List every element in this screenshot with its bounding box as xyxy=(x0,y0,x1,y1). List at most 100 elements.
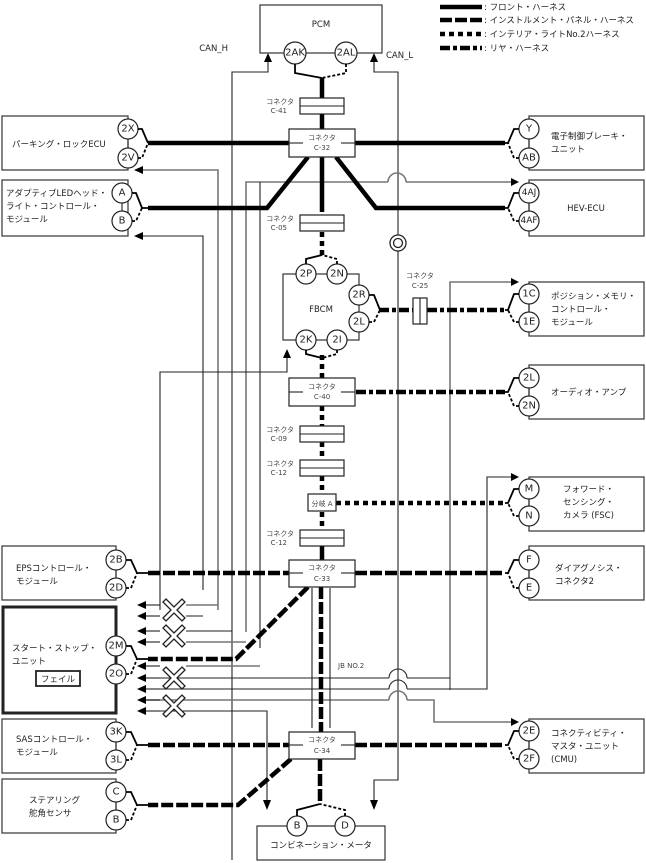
pin-2al: 2AL xyxy=(337,48,356,59)
connector-c32: コネクタ C-32 xyxy=(288,128,356,158)
svg-text:コネクタ: コネクタ xyxy=(266,425,294,434)
svg-text:C-34: C-34 xyxy=(314,747,331,755)
svg-text:C-40: C-40 xyxy=(314,393,330,401)
module-electronic-brake[interactable]: 電子制御ブレーキ・ ユニット Y AB xyxy=(505,115,645,171)
branch-a: 分岐 A xyxy=(307,493,337,512)
svg-text:コネクタ: コネクタ xyxy=(266,214,294,223)
svg-text:A: A xyxy=(119,188,126,199)
svg-text:フォワード・: フォワード・ xyxy=(563,485,614,495)
fbcm-title: FBCM xyxy=(309,305,333,315)
x-marker xyxy=(162,694,186,718)
connector-c33: コネクタ C-33 xyxy=(288,559,356,588)
module-sas-control[interactable]: SASコントロール・ モジュール 3K 3L xyxy=(1,718,148,774)
svg-text:2X: 2X xyxy=(121,124,134,135)
svg-text:C-25: C-25 xyxy=(412,282,428,290)
svg-text:3K: 3K xyxy=(110,727,123,738)
svg-text:HEV-ECU: HEV-ECU xyxy=(567,204,605,214)
svg-text:2V: 2V xyxy=(121,153,134,164)
svg-text:ライト・コントロール・: ライト・コントロール・ xyxy=(6,202,100,212)
svg-text:ユニット: ユニット xyxy=(12,657,46,667)
svg-text:B: B xyxy=(119,216,126,227)
module-hev-ecu[interactable]: HEV-ECU 4AJ 4AF xyxy=(505,179,645,237)
module-audio-amp[interactable]: オーディオ・アンプ 2L 2N xyxy=(505,364,645,420)
svg-text:コネクティビティ・: コネクティビティ・ xyxy=(551,729,626,739)
svg-text:2B: 2B xyxy=(109,555,122,566)
x-marker xyxy=(162,666,186,690)
signal-lines: JB NO.2 xyxy=(134,53,519,860)
svg-text:パーキング・ロックECU: パーキング・ロックECU xyxy=(12,139,106,150)
svg-text:C-12: C-12 xyxy=(271,469,287,477)
legend-label-inst: : インストルメント・パネル・ハーネス xyxy=(484,16,634,26)
svg-text:(CMU): (CMU) xyxy=(551,755,577,765)
legend: : フロント・ハーネス : インストルメント・パネル・ハーネス : インテリア・… xyxy=(440,3,634,54)
x-marker xyxy=(162,598,186,622)
module-eps-control[interactable]: EPSコントロール・ モジュール 2B 2D xyxy=(1,545,148,601)
module-steering-angle-sensor[interactable]: ステアリング 舵角センサ C B xyxy=(1,778,148,834)
svg-text:モジュール: モジュール xyxy=(16,577,58,587)
legend-label-rear: : リヤ・ハーネス xyxy=(484,44,549,54)
svg-text:SASコントロール・: SASコントロール・ xyxy=(16,735,92,745)
module-diagnosis-connector[interactable]: ダイアグノシス・ コネクタ2 F E xyxy=(505,545,645,601)
can-l-label: CAN_L xyxy=(386,51,413,61)
svg-text:コネクタ: コネクタ xyxy=(266,97,294,106)
svg-text:コネクタ: コネクタ xyxy=(266,459,294,468)
can-h-label: CAN_H xyxy=(199,44,228,54)
svg-text:電子制御ブレーキ・: 電子制御ブレーキ・ xyxy=(551,131,628,142)
svg-text:C-05: C-05 xyxy=(271,224,287,232)
svg-text:モジュール: モジュール xyxy=(16,748,58,758)
pin-2ak: 2AK xyxy=(285,48,305,59)
module-adaptive-led-headlight[interactable]: アダプティブLEDヘッド・ ライト・コントロール・ モジュール A B xyxy=(1,179,148,237)
legend-label-front: : フロント・ハーネス xyxy=(484,3,566,13)
module-combination-meter[interactable]: コンビネーション・メータ B D xyxy=(256,803,386,861)
svg-text:Y: Y xyxy=(525,124,533,135)
svg-text:C-33: C-33 xyxy=(314,575,330,583)
module-forward-sensing-camera[interactable]: フォワード・ センシング・ カメラ (FSC) M N xyxy=(505,476,645,532)
module-connectivity-master-unit[interactable]: コネクティビティ・ マスタ・ユニット (CMU) 2E 2F xyxy=(505,718,645,774)
svg-text:ダイアグノシス・: ダイアグノシス・ xyxy=(555,563,622,574)
connector-c34: コネクタ C-34 xyxy=(288,731,356,760)
harness-wires xyxy=(148,78,505,808)
svg-text:E: E xyxy=(526,583,532,594)
module-position-memory[interactable]: ポジション・メモリ・ コントロール・ モジュール 1C 1E xyxy=(505,281,645,337)
svg-text:コネクタ: コネクタ xyxy=(308,563,336,572)
svg-text:2E: 2E xyxy=(523,726,536,737)
svg-text:舵角センサ: 舵角センサ xyxy=(29,808,72,819)
module-start-stop-unit[interactable]: スタート・ストップ・ ユニット フェイル 2M 2O xyxy=(1,605,148,715)
svg-text:オーディオ・アンプ: オーディオ・アンプ xyxy=(551,387,627,398)
connector-c25: コネクタ C-25 xyxy=(406,271,434,325)
svg-text:センシング・: センシング・ xyxy=(563,497,614,508)
svg-text:コネクタ: コネクタ xyxy=(308,133,336,142)
svg-text:2L: 2L xyxy=(353,317,365,328)
svg-text:C: C xyxy=(113,787,120,798)
connector-c12-lower: コネクタ C-12 xyxy=(266,529,345,547)
svg-text:2M: 2M xyxy=(109,641,124,652)
svg-text:モジュール: モジュール xyxy=(551,318,593,328)
pcm-title: PCM xyxy=(312,20,330,30)
module-parking-lock-ecu[interactable]: パーキング・ロックECU 2X 2V xyxy=(1,115,149,171)
svg-text:カメラ (FSC): カメラ (FSC) xyxy=(563,511,614,521)
svg-text:ステアリング: ステアリング xyxy=(29,795,81,806)
svg-text:コネクタ: コネクタ xyxy=(406,271,434,280)
svg-text:AB: AB xyxy=(522,153,536,164)
svg-text:2O: 2O xyxy=(109,669,123,680)
pcm-module[interactable]: PCM CAN_H CAN_L 2AK 2AL xyxy=(199,4,413,79)
svg-text:コネクタ: コネクタ xyxy=(308,382,336,391)
svg-text:4AJ: 4AJ xyxy=(522,188,537,198)
svg-text:3L: 3L xyxy=(110,755,122,766)
svg-text:D: D xyxy=(341,821,349,832)
svg-text:コネクタ: コネクタ xyxy=(266,529,294,538)
svg-text:EPSコントロール・: EPSコントロール・ xyxy=(16,564,91,574)
svg-text:4AF: 4AF xyxy=(520,216,537,226)
svg-text:フェイル: フェイル xyxy=(41,675,76,685)
svg-text:スタート・ストップ・: スタート・ストップ・ xyxy=(12,644,97,654)
svg-text:コネクタ2: コネクタ2 xyxy=(555,577,594,587)
svg-text:2K: 2K xyxy=(300,335,313,346)
connector-c12-upper: コネクタ C-12 xyxy=(266,459,345,477)
svg-text:1C: 1C xyxy=(522,289,535,300)
svg-text:2F: 2F xyxy=(523,754,535,765)
svg-text:コネクタ: コネクタ xyxy=(308,735,336,744)
svg-text:M: M xyxy=(525,484,534,495)
svg-text:B: B xyxy=(294,821,301,832)
fbcm-module[interactable]: FBCM 2P 2N 2R 2L 2K 2I xyxy=(282,254,381,359)
